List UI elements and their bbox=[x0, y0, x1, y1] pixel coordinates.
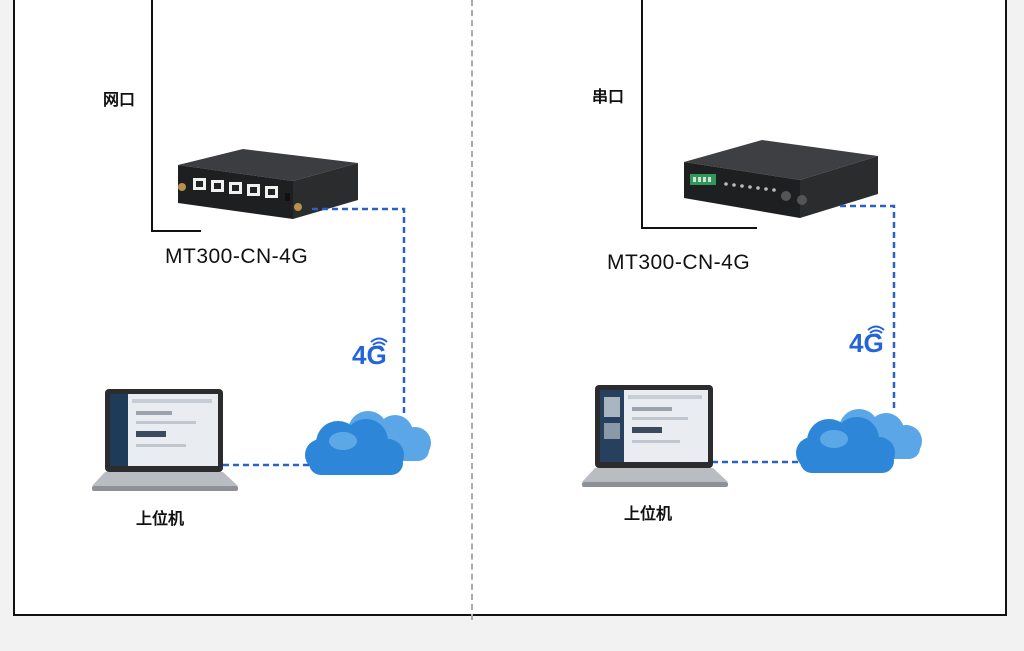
right-link-pc-cloud bbox=[712, 460, 802, 464]
left-model-label: MT300-CN-4G bbox=[165, 245, 309, 268]
cloud-icon bbox=[303, 403, 435, 478]
left-pc-label: 上位机 bbox=[136, 509, 185, 528]
cloud-icon bbox=[794, 401, 926, 476]
right-cable-line bbox=[641, 0, 643, 229]
left-cable-line bbox=[151, 0, 153, 232]
left-cable-bottom bbox=[151, 230, 201, 232]
router-device-icon bbox=[173, 145, 363, 225]
signal-4g-icon: 4G bbox=[849, 322, 885, 356]
right-model-label: MT300-CN-4G bbox=[607, 251, 751, 274]
serial-device-icon bbox=[682, 138, 882, 222]
laptop-icon bbox=[582, 385, 728, 491]
laptop-icon bbox=[92, 389, 238, 495]
left-link-router-cloud bbox=[312, 207, 406, 415]
right-signal-label: 4G bbox=[849, 328, 884, 356]
signal-4g-icon: 4G bbox=[352, 334, 388, 368]
left-signal-label: 4G bbox=[352, 340, 387, 368]
right-pc-label: 上位机 bbox=[624, 504, 673, 523]
right-cable-bottom bbox=[641, 227, 757, 229]
center-divider bbox=[471, 0, 473, 620]
right-link-router-cloud bbox=[840, 204, 896, 410]
left-link-pc-cloud bbox=[223, 463, 311, 467]
left-port-label: 网口 bbox=[103, 90, 136, 109]
right-port-label: 串口 bbox=[592, 87, 625, 106]
diagram-frame bbox=[13, 0, 1007, 616]
